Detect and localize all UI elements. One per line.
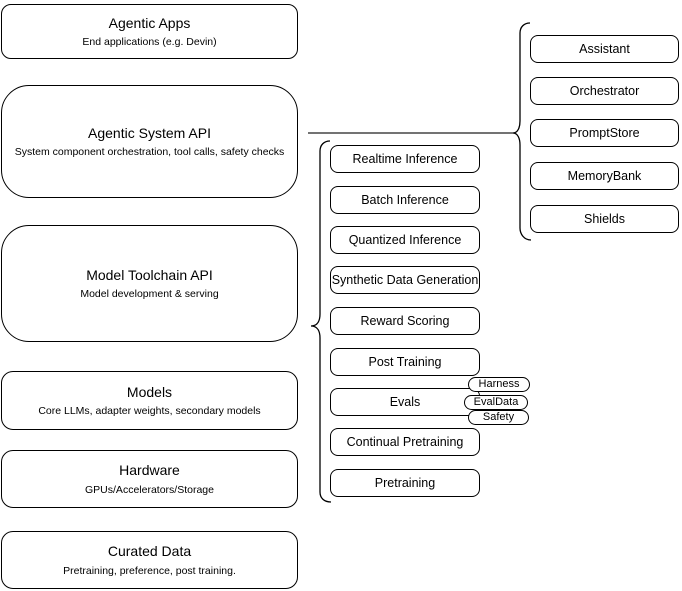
toolchain-item-continual-pretraining: Continual Pretraining	[330, 428, 480, 456]
component-orchestrator: Orchestrator	[530, 77, 679, 105]
component-promptstore: PromptStore	[530, 119, 679, 147]
toolchain-item-quantized-inference: Quantized Inference	[330, 226, 480, 254]
node-subtitle: System component orchestration, tool cal…	[14, 146, 285, 159]
node-models: Models Core LLMs, adapter weights, secon…	[1, 371, 298, 430]
node-subtitle: GPUs/Accelerators/Storage	[85, 483, 214, 496]
toolchain-group-brace	[310, 140, 332, 503]
eval-tag-safety: Safety	[468, 410, 529, 425]
toolchain-item-evals: Evals	[330, 388, 480, 416]
toolchain-item-pretraining: Pretraining	[330, 469, 480, 497]
component-assistant: Assistant	[530, 35, 679, 63]
toolchain-item-synthetic-data-generation: Synthetic Data Generation	[330, 266, 480, 294]
node-title: Curated Data	[107, 543, 192, 560]
node-subtitle: Pretraining, preference, post training.	[63, 564, 236, 577]
node-subtitle: Model development & serving	[80, 288, 219, 301]
toolchain-item-batch-inference: Batch Inference	[330, 186, 480, 214]
toolchain-item-realtime-inference: Realtime Inference	[330, 145, 480, 173]
node-title: Hardware	[119, 462, 180, 479]
node-agentic-apps: Agentic Apps End applications (e.g. Devi…	[1, 4, 298, 59]
components-group-bracket	[512, 22, 532, 241]
node-curated-data: Curated Data Pretraining, preference, po…	[1, 531, 298, 589]
toolchain-item-post-training: Post Training	[330, 348, 480, 376]
node-hardware: Hardware GPUs/Accelerators/Storage	[1, 450, 298, 508]
node-agentic-system-api: Agentic System API System component orch…	[1, 85, 298, 198]
node-title: Model Toolchain API	[86, 266, 213, 283]
node-title: Agentic System API	[88, 124, 211, 141]
node-title: Models	[126, 383, 173, 400]
node-model-toolchain-api: Model Toolchain API Model development & …	[1, 225, 298, 342]
component-shields: Shields	[530, 205, 679, 233]
eval-tag-evaldata: EvalData	[464, 395, 528, 410]
node-title: Agentic Apps	[108, 14, 191, 31]
toolchain-item-reward-scoring: Reward Scoring	[330, 307, 480, 335]
eval-tag-harness: Harness	[468, 377, 530, 392]
node-subtitle: End applications (e.g. Devin)	[82, 36, 217, 49]
component-memorybank: MemoryBank	[530, 162, 679, 190]
node-subtitle: Core LLMs, adapter weights, secondary mo…	[38, 405, 261, 418]
